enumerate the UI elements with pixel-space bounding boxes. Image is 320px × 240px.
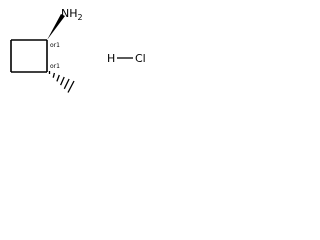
hashed-bond-methyl: [48, 71, 75, 93]
chlorine-label: Cl: [135, 52, 146, 65]
amine-label-subscript: 2: [78, 13, 83, 22]
amine-label: NH2: [61, 7, 83, 22]
stereo-label-top: or1: [50, 42, 60, 49]
wedge-bond-amine: [47, 14, 65, 40]
molecule-canvas: NH2 or1 or1 H Cl: [0, 0, 164, 112]
hydrogen-label: H: [107, 52, 115, 65]
amine-label-main: NH: [61, 7, 78, 20]
stereo-label-bottom: or1: [50, 63, 60, 70]
structure-diagram: NH2 or1 or1 H Cl: [10, 7, 146, 93]
